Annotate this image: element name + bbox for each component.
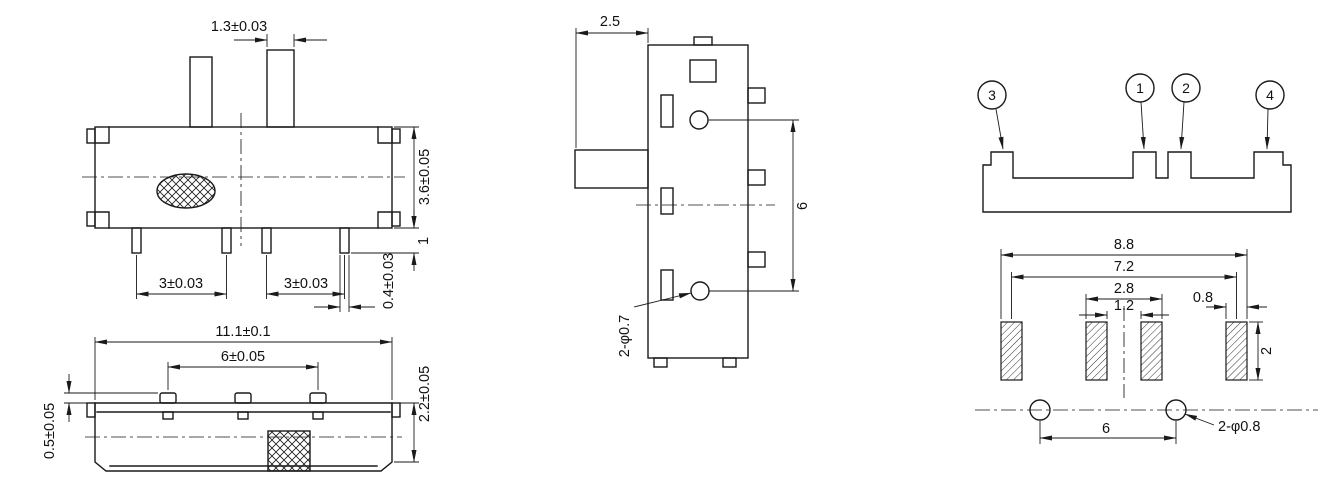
front-view-centerlines [82,113,405,246]
terminal-strip-profile [982,151,1292,213]
dim-pads-outer-pitch: 7.2 [1114,259,1134,275]
hole-callout-leader [633,292,692,308]
dim-pad-width: 0.8 [1193,290,1213,306]
hole-callout-side: 2-φ0.7 [617,315,633,357]
front-view-dimension-lines [135,34,419,312]
pin-number-4: 4 [1266,87,1274,103]
pin-number-3: 3 [988,87,996,103]
dim-center-pads-span: 2.8 [1114,281,1134,297]
terminal-view: 3 1 2 4 [975,73,1318,444]
solder-pad-4 [1225,321,1248,381]
side-view-body [574,36,766,368]
dim-hole-pitch-side: 6 [795,202,811,210]
post-bump [234,392,252,404]
dim-overall-width: 11.1±0.1 [215,324,270,340]
post-bump [309,392,327,404]
dim-knob-width: 1.3±0.03 [211,19,267,35]
bottom-view-dimension-lines [64,337,419,463]
mount-hole-bottom [690,281,710,301]
fixed-post [189,56,213,128]
pin-tab [747,251,766,268]
mount-hole-top [689,110,709,130]
land-pattern-holes [1029,399,1187,421]
dim-knob-protrusion: 2.5 [600,14,620,30]
dim-pin-length: 1 [416,237,432,245]
pin-number-2: 2 [1182,80,1190,96]
pin [261,227,272,254]
solder-pad-1 [1085,321,1108,381]
pin [221,227,232,254]
side-view-dimension-lines [575,28,799,308]
dim-center-pads-gap: 1.2 [1114,298,1134,314]
pcb-hole-right [1165,399,1187,421]
hatched-insert [267,430,311,472]
pin-tab [747,169,766,186]
pin [131,227,142,254]
dim-body-thickness: 2.2±0.05 [417,366,433,422]
pin [339,227,350,254]
pin-number-balloons [977,73,1285,110]
bottom-view-body [86,392,401,472]
dim-pin-width: 0.4±0.03 [381,253,397,309]
actuator-hatched-oval [156,173,216,209]
land-pattern-centerlines [975,306,1318,411]
front-view: 1.3±0.03 3.6±0.05 1 3±0.03 3±0.03 0.4±0.… [82,19,433,312]
pin-balloon-2 [1171,73,1201,103]
pin-tab [747,87,766,104]
hole-callout-land: 2-φ0.8 [1218,419,1260,435]
dim-post-pitch: 6±0.05 [221,349,265,365]
pin-number-1: 1 [1136,80,1144,96]
pcb-hole-left [1029,399,1051,421]
dim-post-height: 0.5±0.05 [42,403,58,459]
slider-knob [266,49,295,128]
dim-hole-pitch-land: 6 [1102,421,1110,437]
front-view-body [86,49,401,254]
side-view: 2.5 6 2-φ0.7 [574,14,811,368]
solder-pad-2 [1140,321,1163,381]
pin-balloon-4 [1255,80,1285,110]
bottom-view: 11.1±0.1 6±0.05 0.5±0.05 2.2±0.05 [42,324,433,472]
slider-handle [574,149,649,189]
dim-pad-height: 2 [1259,347,1275,355]
hole-callout-leader [1184,413,1215,426]
dim-pin-pitch-right: 3±0.03 [284,276,328,292]
dim-body-height: 3.6±0.05 [417,149,433,205]
land-pattern-dimension-lines [1000,249,1267,444]
dim-pads-outer-span: 8.8 [1114,237,1134,253]
dim-pin-pitch-left: 3±0.03 [159,276,203,292]
post-bump [159,392,177,404]
solder-pad-3 [1000,321,1023,381]
pin-balloon-1 [1125,73,1155,103]
pin-balloon-leaders [995,101,1270,150]
pin-balloon-3 [977,80,1007,110]
